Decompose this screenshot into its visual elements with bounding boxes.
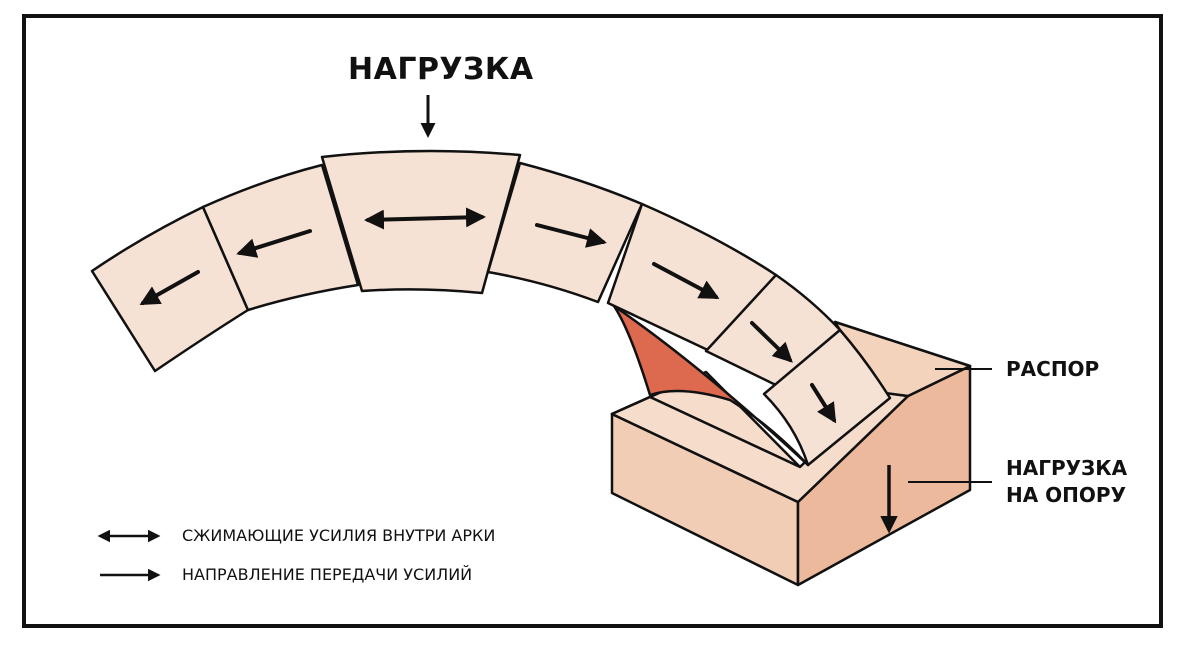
voussoir-7: [762, 328, 892, 467]
diagram-title: НАГРУЗКА: [348, 52, 534, 87]
legend-item-compression: СЖИМАЮЩИЕ УСИЛИЯ ВНУТРИ АРКИ: [182, 526, 496, 545]
arrow-left-1-icon: [139, 270, 200, 305]
force-arrows: [139, 207, 837, 424]
mortar-fill: [612, 304, 810, 467]
legend-item-direction: НАПРАВЛЕНИЕ ПЕРЕДАЧИ УСИЛИЙ: [182, 565, 473, 584]
arrow-right-4-icon: [810, 383, 837, 424]
arch: [90, 149, 892, 467]
arrow-right-1-icon: [535, 223, 607, 248]
support-load-label-line2: НА ОПОРУ: [1006, 483, 1126, 507]
double-arrow-keystone-icon: [364, 207, 486, 230]
arrow-right-3-icon: [750, 321, 793, 363]
voussoir-2: [201, 163, 360, 312]
arrow-left-2-icon: [236, 229, 312, 258]
support-load-label: НАГРУЗКА НА ОПОРУ: [1006, 455, 1127, 509]
arrow-right-2-icon: [652, 262, 720, 299]
thrust-label: РАСПОР: [1006, 357, 1100, 381]
support-load-label-line1: НАГРУЗКА: [1006, 456, 1128, 480]
